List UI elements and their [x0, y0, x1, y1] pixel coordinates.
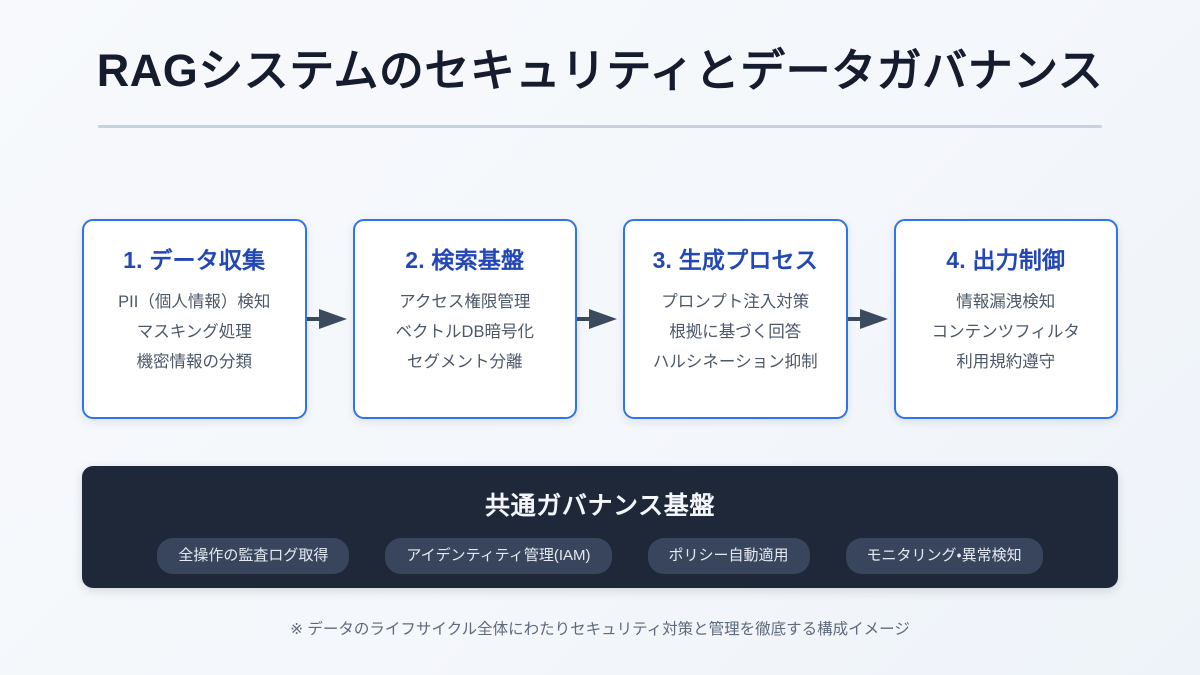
page-title: RAGシステムのセキュリティとデータガバナンス — [96, 45, 1104, 96]
step-card-1-item-3: 機密情報の分類 — [136, 352, 253, 371]
step-card-1-item-2: マスキング処理 — [136, 322, 252, 341]
step-card-2-item-2: ベクトルDB暗号化 — [395, 322, 534, 341]
step-card-2-item-3: セグメント分離 — [406, 352, 523, 371]
step-card-3-item-2: 根拠に基づく回答 — [669, 322, 802, 341]
governance-pill-list: 全操作の監査ログ取得 アイデンティティ管理(IAM) ポリシー自動適用 モニタリ… — [157, 538, 1043, 574]
step-card-3-title: 3. 生成プロセス — [652, 247, 818, 273]
governance-pill-4[interactable]: モニタリング・異常検知 — [845, 538, 1043, 574]
step-card-1-title: 1. データ収集 — [123, 247, 266, 273]
footnote: ※ データのライフサイクル全体にわたりセキュリティ対策と管理を徹底する構成イメー… — [290, 621, 910, 638]
step-card-2-items: アクセス権限管理 ベクトルDB暗号化 セグメント分離 — [396, 291, 534, 373]
step-card-3-item-3: ハルシネーション抑制 — [652, 352, 818, 371]
step-card-3[interactable]: 3. 生成プロセス プロンプト注入対策 根拠に基づく回答 ハルシネーション抑制 — [623, 219, 848, 419]
step-card-4-item-3: 利用規約遵守 — [956, 352, 1056, 371]
step-card-4-item-1: 情報漏洩検知 — [956, 292, 1056, 311]
step-card-1-item-1: PII（個人情報）検知 — [118, 292, 271, 311]
step-card-2[interactable]: 2. 検索基盤 アクセス権限管理 ベクトルDB暗号化 セグメント分離 — [352, 219, 577, 419]
governance-pill-1[interactable]: 全操作の監査ログ取得 — [157, 538, 350, 574]
step-card-2-item-1: アクセス権限管理 — [399, 292, 531, 311]
flow-row: 1. データ収集 PII（個人情報）検知 マスキング処理 機密情報の分類 2. … — [82, 219, 1118, 419]
arrow-right-icon-2 — [577, 305, 623, 333]
step-card-4[interactable]: 4. 出力制御 情報漏洩検知 コンテンツフィルタ 利用規約遵守 — [893, 219, 1118, 419]
governance-pill-2[interactable]: アイデンティティ管理(IAM) — [385, 538, 612, 574]
step-card-3-item-1: プロンプト注入対策 — [661, 292, 810, 311]
governance-pill-3[interactable]: ポリシー自動適用 — [647, 538, 810, 574]
governance-title: 共通ガバナンス基盤 — [485, 492, 715, 520]
arrow-right-icon-1 — [306, 305, 353, 333]
arrow-right-icon-3 — [847, 305, 894, 333]
step-card-2-title: 2. 検索基盤 — [405, 247, 525, 273]
step-card-4-item-2: コンテンツフィルタ — [931, 322, 1080, 341]
step-card-1-items: PII（個人情報）検知 マスキング処理 機密情報の分類 — [118, 291, 270, 373]
governance-panel: 共通ガバナンス基盤 全操作の監査ログ取得 アイデンティティ管理(IAM) ポリシ… — [82, 466, 1118, 588]
step-card-4-items: 情報漏洩検知 コンテンツフィルタ 利用規約遵守 — [932, 291, 1080, 373]
title-block: RAGシステムのセキュリティとデータガバナンス — [0, 44, 1200, 97]
step-card-3-items: プロンプト注入対策 根拠に基づく回答 ハルシネーション抑制 — [653, 291, 818, 373]
step-card-1[interactable]: 1. データ収集 PII（個人情報）検知 マスキング処理 機密情報の分類 — [82, 219, 307, 419]
title-divider — [98, 125, 1102, 128]
step-card-4-title: 4. 出力制御 — [946, 247, 1066, 273]
